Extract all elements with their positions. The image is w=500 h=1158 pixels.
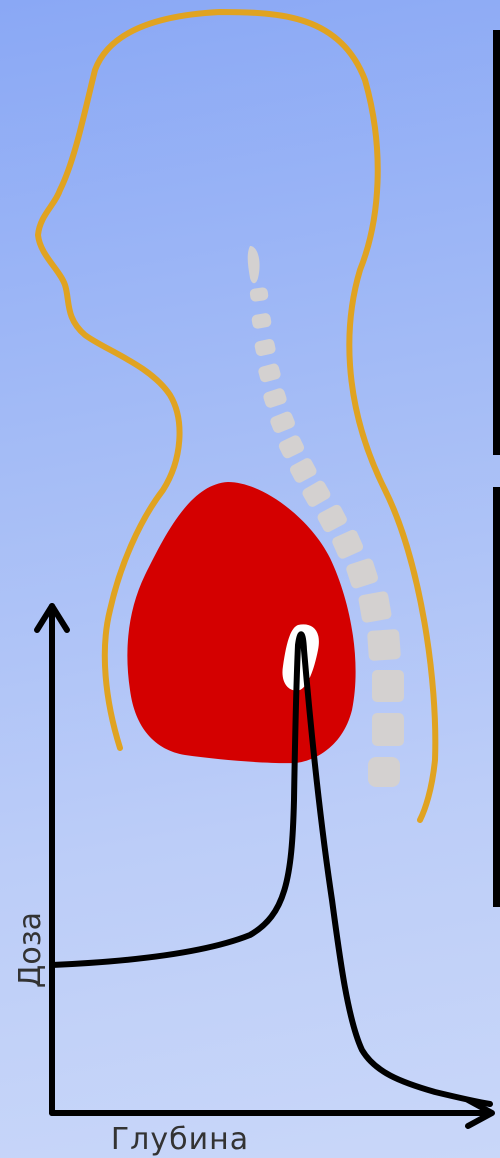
vertebra [262, 387, 288, 409]
vertebra [288, 456, 318, 484]
vertebra [277, 434, 306, 460]
right-panel-lower [493, 487, 500, 907]
vertebra [249, 287, 269, 302]
y-axis-label: Доза [13, 912, 48, 988]
vertebra [331, 528, 365, 560]
vertebra [257, 362, 281, 383]
vertebra [316, 503, 349, 534]
right-panel [493, 30, 500, 907]
vertebra [345, 557, 379, 589]
vertebra [269, 410, 297, 434]
vertebra [368, 757, 400, 787]
vertebra [254, 338, 277, 357]
right-panel-upper [493, 30, 500, 455]
vertebra [367, 629, 401, 661]
x-axis-label: Глубина [111, 1122, 249, 1157]
vertebra [248, 246, 260, 283]
vertebra [372, 670, 404, 702]
vertebra [301, 479, 333, 509]
vertebra [372, 713, 404, 746]
vertebra [251, 312, 272, 329]
vertebra [358, 591, 392, 624]
